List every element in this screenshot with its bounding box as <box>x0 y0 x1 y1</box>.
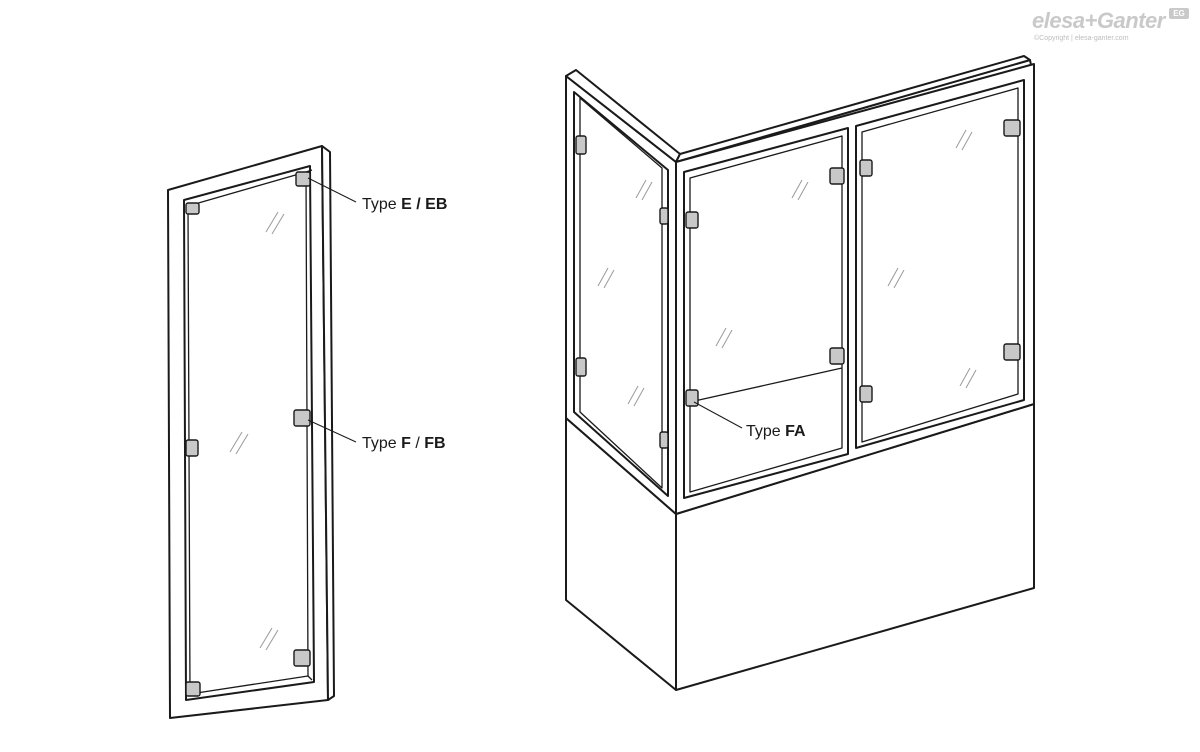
single-door-frame <box>167 145 357 719</box>
brand-copyright: ©Copyright | elesa-ganter.com <box>1034 35 1129 42</box>
left-glass-pane <box>579 97 663 489</box>
callout-type-e: Type E / EB <box>362 196 447 213</box>
callout-type-fa: Type FA <box>746 423 806 440</box>
hinge-icon <box>185 171 311 697</box>
door-side-face <box>321 145 335 701</box>
door-inner-frame <box>183 165 315 701</box>
brand-logo: elesa+Ganter EG ©Copyright | elesa-gante… <box>1032 8 1192 48</box>
front-right-glass <box>861 87 1019 443</box>
glass-glare-icon <box>597 129 977 407</box>
brand-badge: EG <box>1169 8 1189 19</box>
front-right-door-frame <box>855 79 1025 449</box>
corner-cabinet <box>565 55 1035 691</box>
front-left-glass <box>689 135 843 493</box>
front-left-door-frame <box>683 127 849 499</box>
brand-name: elesa+Ganter <box>1032 8 1165 33</box>
hinge-icon <box>575 119 1021 449</box>
glass-glare-icon <box>229 211 285 651</box>
left-frame-inner <box>573 91 669 497</box>
callout-type-f: Type F / FB <box>362 435 446 452</box>
front-top-rail-top <box>675 55 1031 163</box>
